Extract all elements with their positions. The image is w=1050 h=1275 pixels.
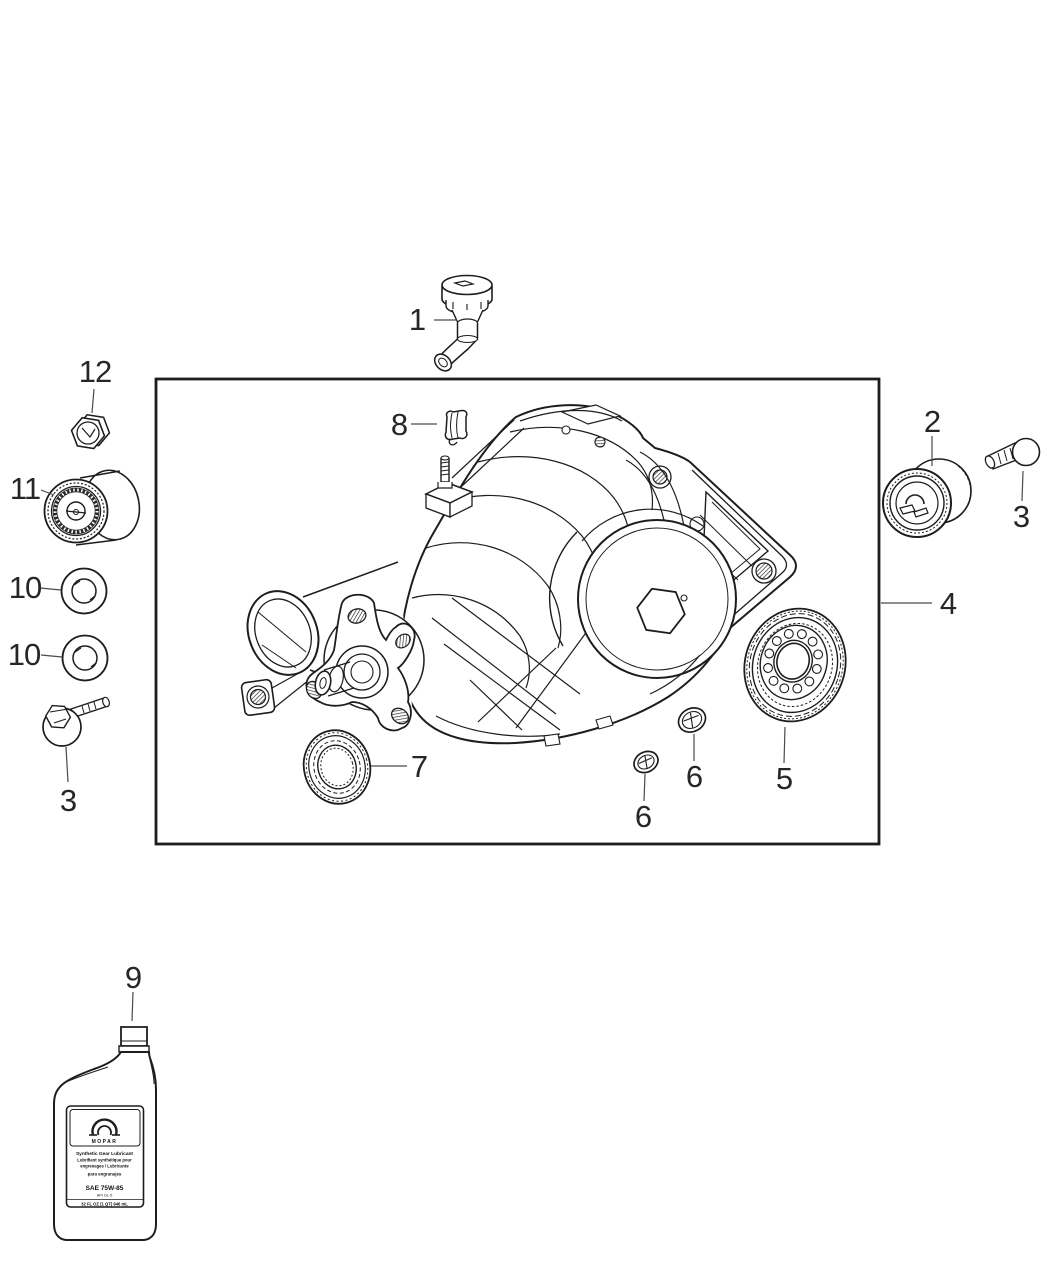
callout-4: 4 [881, 586, 958, 621]
part-3-bolt-left [42, 696, 110, 747]
callout-3-right-label: 3 [1013, 499, 1029, 534]
callout-3-left: 3 [60, 746, 77, 818]
part-11-bushing [43, 469, 141, 546]
part-9-lubricant-bottle: MOPAR Synthetic Gear Lubricant Lubrifian… [53, 1026, 157, 1241]
bottle-brand: MOPAR [92, 1139, 118, 1145]
bottle-line3: engrenages / Lubricante [80, 1164, 129, 1169]
mopar-logo [89, 1118, 120, 1136]
part-10-washer-upper [60, 567, 108, 615]
callout-6-upper: 6 [686, 734, 703, 794]
bottle-label-panel [65, 1105, 145, 1208]
callout-5-label: 5 [776, 761, 792, 796]
callout-12: 12 [79, 354, 112, 414]
bottle-volume: 32 FL OZ (1 QT) 946 mL [81, 1202, 128, 1207]
part-8-clip [444, 409, 468, 446]
callout-5: 5 [776, 726, 793, 796]
callout-11-label: 11 [10, 471, 40, 506]
callout-12-label: 12 [79, 354, 111, 389]
callout-1-label: 1 [409, 302, 425, 337]
callout-4-label: 4 [940, 586, 957, 621]
bottle-grade: SAE 75W-85 [86, 1185, 124, 1192]
callout-6-lower-label: 6 [635, 799, 651, 834]
callout-11: 11 [10, 471, 55, 506]
callout-10-lower-label: 10 [8, 637, 41, 672]
callout-2: 2 [924, 404, 941, 466]
part-6-plug-upper [677, 707, 707, 733]
callout-3-right: 3 [1013, 470, 1030, 534]
bottle-line2: Lubrifiant synthétique pour [77, 1158, 132, 1163]
callout-10-upper-label: 10 [9, 570, 42, 605]
part-2-fill-plug [882, 458, 972, 538]
bottle-line4: para engranajes [88, 1172, 122, 1177]
diagram-frame [154, 377, 881, 846]
cover-hex-hole [636, 587, 686, 635]
differential-housing [240, 404, 797, 747]
bottle-line1: Synthetic Gear Lubricant [76, 1151, 133, 1157]
callout-8: 8 [391, 407, 437, 442]
callout-7: 7 [371, 749, 428, 784]
callout-9: 9 [125, 960, 142, 1022]
callout-10-upper: 10 [9, 570, 62, 605]
callout-1: 1 [409, 302, 457, 337]
callout-6-upper-label: 6 [686, 759, 702, 794]
part-6-plug-lower [633, 750, 659, 774]
part-7-seal [302, 729, 372, 805]
callout-10-lower: 10 [8, 637, 63, 672]
callout-6-lower: 6 [635, 773, 652, 834]
part-1-vent-hose [433, 274, 493, 372]
part-5-bearing [743, 607, 847, 723]
part-3-bolt-right [984, 437, 1041, 470]
part-12-nut [70, 413, 111, 450]
callout-8-label: 8 [391, 407, 407, 442]
callout-3-left-label: 3 [60, 783, 76, 818]
callout-7-label: 7 [411, 749, 427, 784]
callout-9-label: 9 [125, 960, 141, 995]
bottle-spec: API GL-5 [97, 1194, 113, 1198]
part-10-washer-lower [61, 634, 109, 682]
callout-2-label: 2 [924, 404, 940, 439]
